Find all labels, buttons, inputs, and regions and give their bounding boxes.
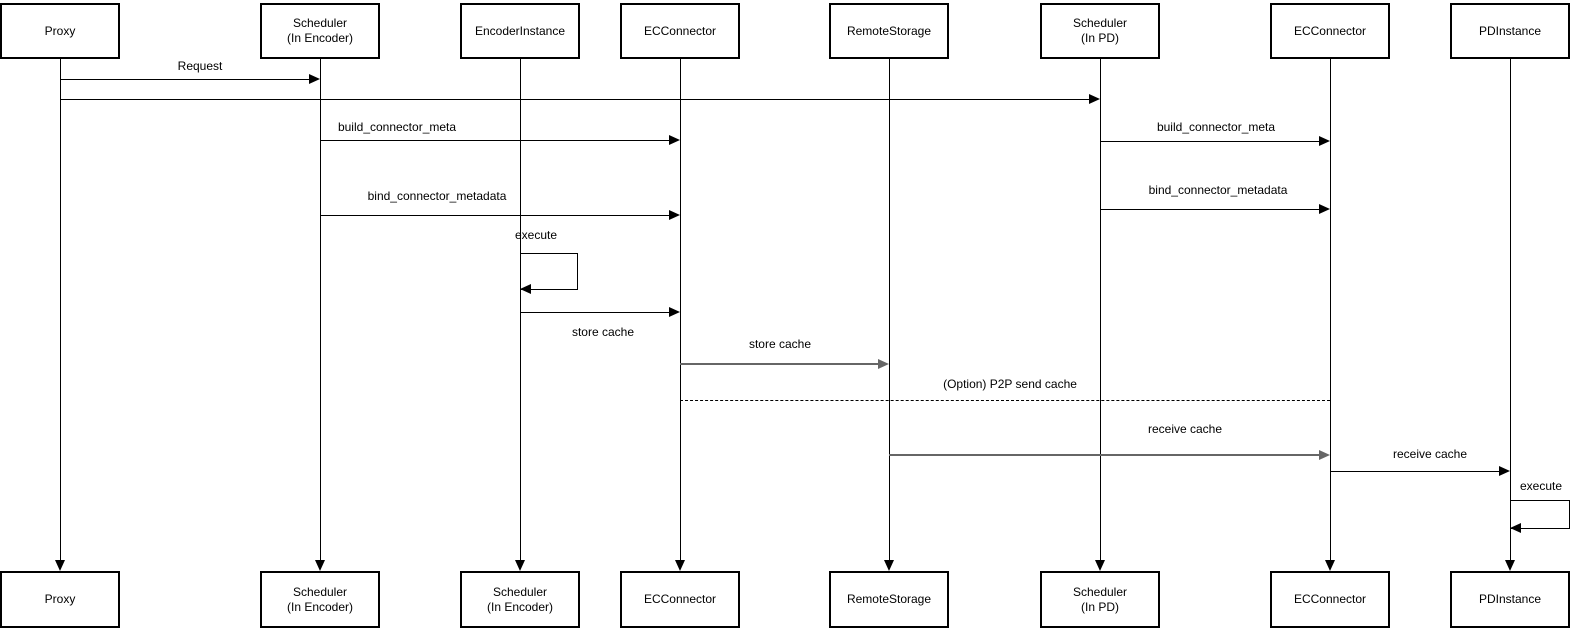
lifeline-scheduler-pd	[1100, 59, 1101, 561]
message-label: receive cache	[1392, 447, 1468, 461]
actor-box-remote-storage-top: RemoteStorage	[829, 3, 949, 59]
actor-label: RemoteStorage	[846, 592, 932, 606]
lifeline-end-arrow-icon	[315, 560, 325, 571]
actor-label: Scheduler (In PD)	[1072, 584, 1128, 614]
actor-box-pd-instance-bottom: PDInstance	[1450, 571, 1570, 628]
lifeline-ec-connector-pd	[1330, 59, 1331, 561]
actor-label: Scheduler (In Encoder)	[286, 16, 354, 45]
message-line	[1100, 209, 1320, 210]
lifeline-end-arrow-icon	[884, 560, 894, 571]
actor-label: Proxy	[44, 592, 76, 606]
lifeline-end-arrow-icon	[1325, 560, 1335, 571]
actor-box-encoder-instance-bottom: Scheduler (In Encoder)	[460, 571, 580, 628]
arrowhead-icon	[1089, 94, 1100, 104]
actor-label: Proxy	[44, 23, 76, 38]
actor-box-pd-instance-top: PDInstance	[1450, 3, 1570, 59]
actor-box-scheduler-pd-top: Scheduler (In PD)	[1040, 3, 1160, 59]
message-label: (Option) P2P send cache	[943, 377, 1077, 391]
actor-label: ECConnector	[643, 23, 717, 38]
message-label: bind_connector_metadata	[1148, 183, 1288, 197]
message-line	[1330, 471, 1500, 472]
self-loop-line	[1510, 500, 1570, 529]
message-label: execute	[1519, 479, 1563, 493]
actor-box-ec-connector-encoder-top: ECConnector	[620, 3, 740, 59]
actor-box-encoder-instance-top: EncoderInstance	[460, 3, 580, 59]
arrowhead-icon	[1319, 136, 1330, 146]
message-label: receive cache	[1147, 422, 1223, 436]
message-line	[320, 215, 670, 216]
message-label: store cache	[571, 325, 635, 339]
actor-box-proxy-top: Proxy	[0, 3, 120, 59]
arrowhead-icon	[1510, 523, 1521, 533]
lifeline-scheduler-encoder	[320, 59, 321, 561]
message-line	[60, 79, 310, 80]
actor-label: ECConnector	[1293, 23, 1367, 38]
self-loop-line	[520, 253, 578, 290]
arrowhead-icon	[669, 135, 680, 145]
actor-box-ec-connector-pd-top: ECConnector	[1270, 3, 1390, 59]
actor-box-scheduler-pd-bottom: Scheduler (In PD)	[1040, 571, 1160, 628]
actor-box-proxy-bottom: Proxy	[0, 571, 120, 628]
message-label: build_connector_meta	[337, 120, 457, 134]
arrowhead-icon	[1319, 204, 1330, 214]
lifeline-ec-connector-encoder	[680, 59, 681, 561]
actor-box-ec-connector-pd-bottom: ECConnector	[1270, 571, 1390, 628]
message-line	[520, 312, 670, 313]
arrowhead-icon	[1319, 450, 1330, 460]
lifeline-pd-instance	[1510, 59, 1511, 561]
message-label: Request	[177, 59, 223, 73]
message-label: bind_connector_metadata	[367, 189, 507, 203]
actor-box-remote-storage-bottom: RemoteStorage	[829, 571, 949, 628]
arrowhead-icon	[669, 210, 680, 220]
actor-box-scheduler-encoder-bottom: Scheduler (In Encoder)	[260, 571, 380, 628]
lifeline-proxy	[60, 59, 61, 561]
lifeline-end-arrow-icon	[55, 560, 65, 571]
lifeline-end-arrow-icon	[515, 560, 525, 571]
actor-label: Scheduler (In Encoder)	[286, 584, 354, 614]
actor-label: Scheduler (In Encoder)	[486, 584, 554, 614]
actor-box-scheduler-encoder-top: Scheduler (In Encoder)	[260, 3, 380, 59]
message-line	[60, 99, 1090, 100]
arrowhead-icon	[309, 74, 320, 84]
message-label: store cache	[748, 337, 812, 351]
arrowhead-icon	[1499, 466, 1510, 476]
lifeline-remote-storage	[889, 59, 890, 561]
lifeline-end-arrow-icon	[1095, 560, 1105, 571]
actor-label: PDInstance	[1478, 23, 1542, 38]
actor-label: Scheduler (In PD)	[1072, 16, 1128, 45]
arrowhead-icon	[878, 359, 889, 369]
actor-label: ECConnector	[643, 592, 717, 606]
message-line	[1100, 141, 1320, 142]
message-line	[320, 140, 670, 141]
actor-label: ECConnector	[1293, 592, 1367, 606]
message-line	[889, 454, 1319, 456]
message-line	[680, 363, 879, 365]
actor-box-ec-connector-encoder-bottom: ECConnector	[620, 571, 740, 628]
actor-label: RemoteStorage	[846, 23, 932, 38]
message-label: execute	[514, 228, 558, 242]
lifeline-end-arrow-icon	[675, 560, 685, 571]
lifeline-encoder-instance	[520, 59, 521, 561]
actor-label: PDInstance	[1478, 592, 1542, 606]
arrowhead-icon	[520, 284, 531, 294]
message-label: build_connector_meta	[1156, 120, 1276, 134]
actor-label: EncoderInstance	[474, 23, 566, 38]
arrowhead-icon	[669, 307, 680, 317]
lifeline-end-arrow-icon	[1505, 560, 1515, 571]
message-line	[680, 400, 1330, 401]
